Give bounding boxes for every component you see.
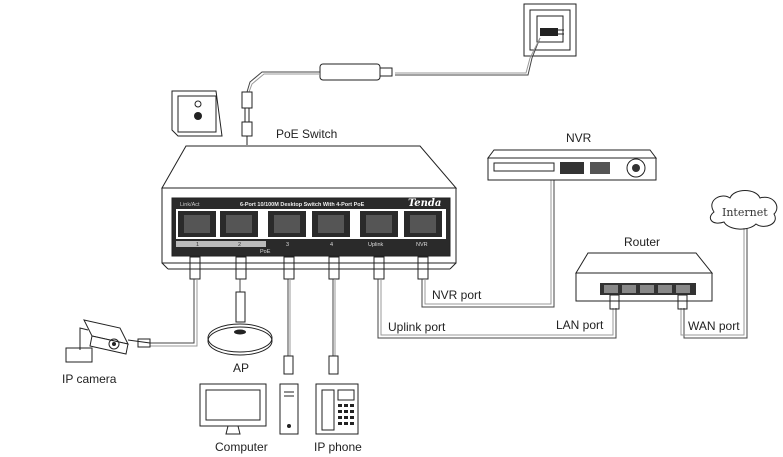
wall-outlet-icon (523, 3, 577, 57)
wan-port-text: WAN port (688, 319, 740, 333)
cables (150, 180, 748, 375)
port-2-label: 2 (238, 242, 241, 248)
nvr-port-text: NVR port (432, 288, 482, 302)
ip-phone-icon (315, 383, 359, 435)
power-port-callout (171, 90, 223, 137)
port-4-label: 4 (330, 242, 333, 248)
computer-label: Computer (215, 440, 268, 454)
router-label: Router (624, 235, 660, 249)
internet-label: Internet (722, 206, 768, 219)
nvr-device (487, 149, 657, 181)
port-1-label: 1 (196, 242, 199, 248)
switch-cable-plugs (189, 256, 429, 280)
nvr-port-label: NVR (416, 242, 428, 248)
dc-jack-icon (194, 112, 202, 120)
pc-tower-icon (279, 383, 299, 435)
ip-phone-label: IP phone (314, 440, 362, 454)
uplink-port-text: Uplink port (388, 320, 446, 334)
ethernet-ports (178, 211, 442, 237)
power-plug-icon (241, 91, 253, 109)
access-point-icon (207, 323, 273, 356)
router-device (575, 252, 714, 310)
brand-logo: Tenda (408, 198, 441, 209)
poe-switch: Link/Act 6-Port 10/100M Desktop Switch W… (161, 145, 458, 270)
nvr-label: NVR (566, 131, 592, 145)
link-act-label: Link/Act (180, 202, 200, 208)
power-adapter-icon (319, 63, 381, 81)
model-text: 6-Port 10/100M Desktop Switch With 4-Por… (240, 202, 365, 208)
poe-switch-label: PoE Switch (276, 127, 337, 141)
poe-marker: PoE (260, 249, 271, 255)
internet-cloud-icon (709, 190, 778, 230)
uplink-port-label: Uplink (368, 242, 384, 248)
ap-label: AP (233, 361, 249, 375)
port-3-label: 3 (286, 242, 289, 248)
power-cable (241, 37, 541, 145)
lan-port-text: LAN port (556, 318, 604, 332)
ip-camera-icon (65, 319, 151, 363)
computer-icon (199, 383, 299, 435)
ip-camera-label: IP camera (62, 372, 117, 386)
poe-bar (176, 241, 266, 247)
